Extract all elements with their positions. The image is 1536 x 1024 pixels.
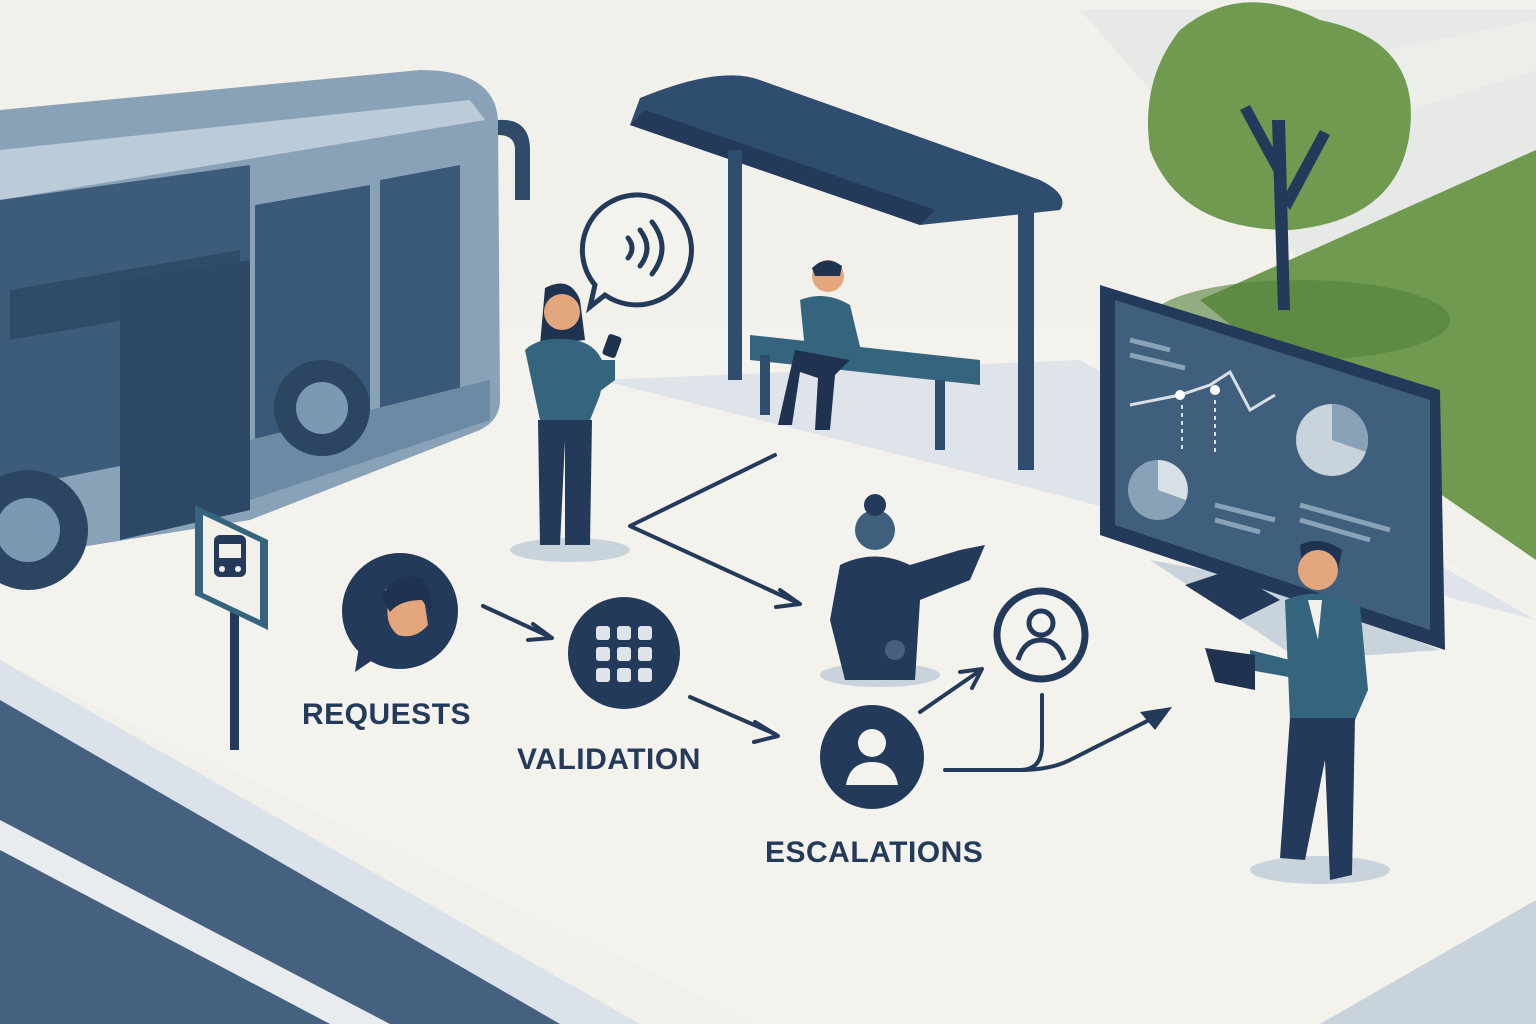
flow-node-user xyxy=(993,587,1089,683)
bus-icon xyxy=(214,535,246,577)
escalations-label: ESCALATIONS xyxy=(765,836,984,869)
user-circle-icon xyxy=(1015,608,1067,661)
line-chart-icon xyxy=(1129,369,1276,455)
person-with-tablet xyxy=(1205,541,1390,884)
user-circle-icon xyxy=(846,729,898,785)
dashboard-monitor xyxy=(1100,285,1445,660)
person-with-phone xyxy=(510,283,630,562)
gesturing-person xyxy=(820,494,985,687)
tablet xyxy=(1205,648,1255,690)
bus-stop-sign xyxy=(195,505,268,750)
bus xyxy=(0,70,530,590)
road-lane-line xyxy=(0,820,390,1024)
flow-node-escalations xyxy=(820,705,924,809)
speech-wave-icon xyxy=(579,192,694,314)
grid-icon xyxy=(596,626,652,682)
flow-arrow-head xyxy=(1140,707,1172,730)
flow-node-requests xyxy=(342,553,458,672)
tree xyxy=(1148,2,1450,360)
road xyxy=(0,700,560,1024)
flow-node-validation xyxy=(568,597,680,709)
requests-label: REQUESTS xyxy=(302,698,472,731)
person-bubble-icon xyxy=(382,576,432,637)
flow-arrows xyxy=(481,453,1167,772)
pie-chart-icon xyxy=(1128,403,1369,520)
validation-label: VALIDATION xyxy=(517,743,701,776)
seated-person xyxy=(778,260,862,430)
